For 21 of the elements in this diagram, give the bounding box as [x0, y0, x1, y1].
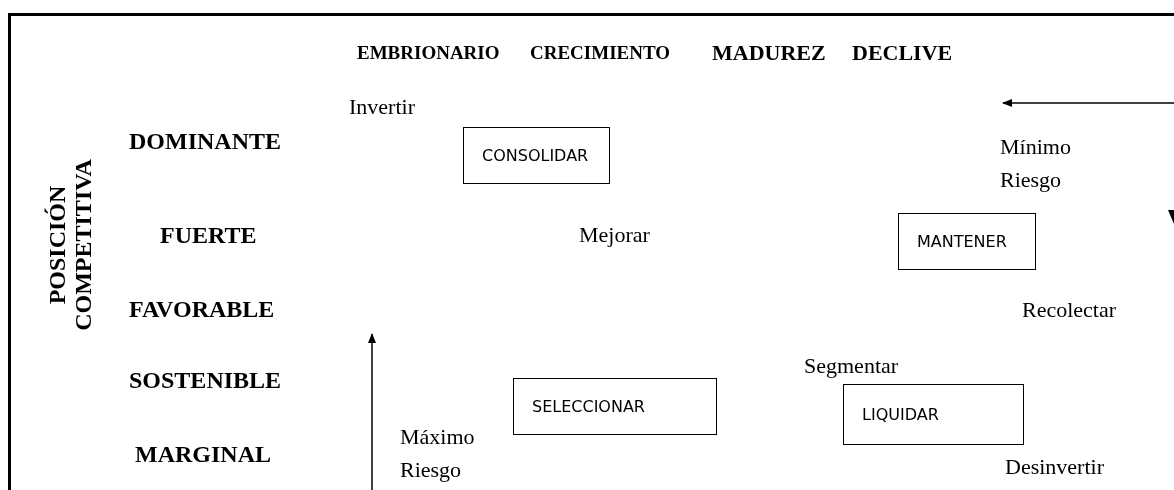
strategy-note: Recolectar [1022, 297, 1117, 323]
stage-heading: DECLIVE [852, 40, 953, 66]
axis-title: POSICIÓN COMPETITIVA [43, 158, 97, 333]
strategy-box: MANTENER [898, 213, 1036, 270]
strategy-box: CONSOLIDAR [463, 127, 610, 184]
strategy-note: Máximo Riesgo [400, 423, 476, 484]
strategy-box: SELECCIONAR [513, 378, 717, 435]
strategy-note: Mínimo Riesgo [1000, 133, 1072, 194]
position-label: FAVORABLE [129, 296, 275, 324]
stage-heading: CRECIMIENTO [530, 42, 671, 64]
strategy-note: Desinvertir [1005, 454, 1104, 480]
stage-heading: EMBRIONARIO [357, 42, 500, 64]
stage-heading: MADUREZ [712, 40, 826, 66]
position-label: DOMINANTE [129, 128, 281, 156]
position-label: FUERTE [160, 222, 257, 250]
strategy-note: Invertir [349, 94, 415, 120]
strategy-note: Mejorar [579, 222, 650, 248]
strategy-note: Segmentar [804, 353, 899, 379]
position-label: MARGINAL [135, 441, 271, 469]
strategy-box: LIQUIDAR [843, 384, 1024, 445]
position-label: SOSTENIBLE [129, 367, 282, 395]
